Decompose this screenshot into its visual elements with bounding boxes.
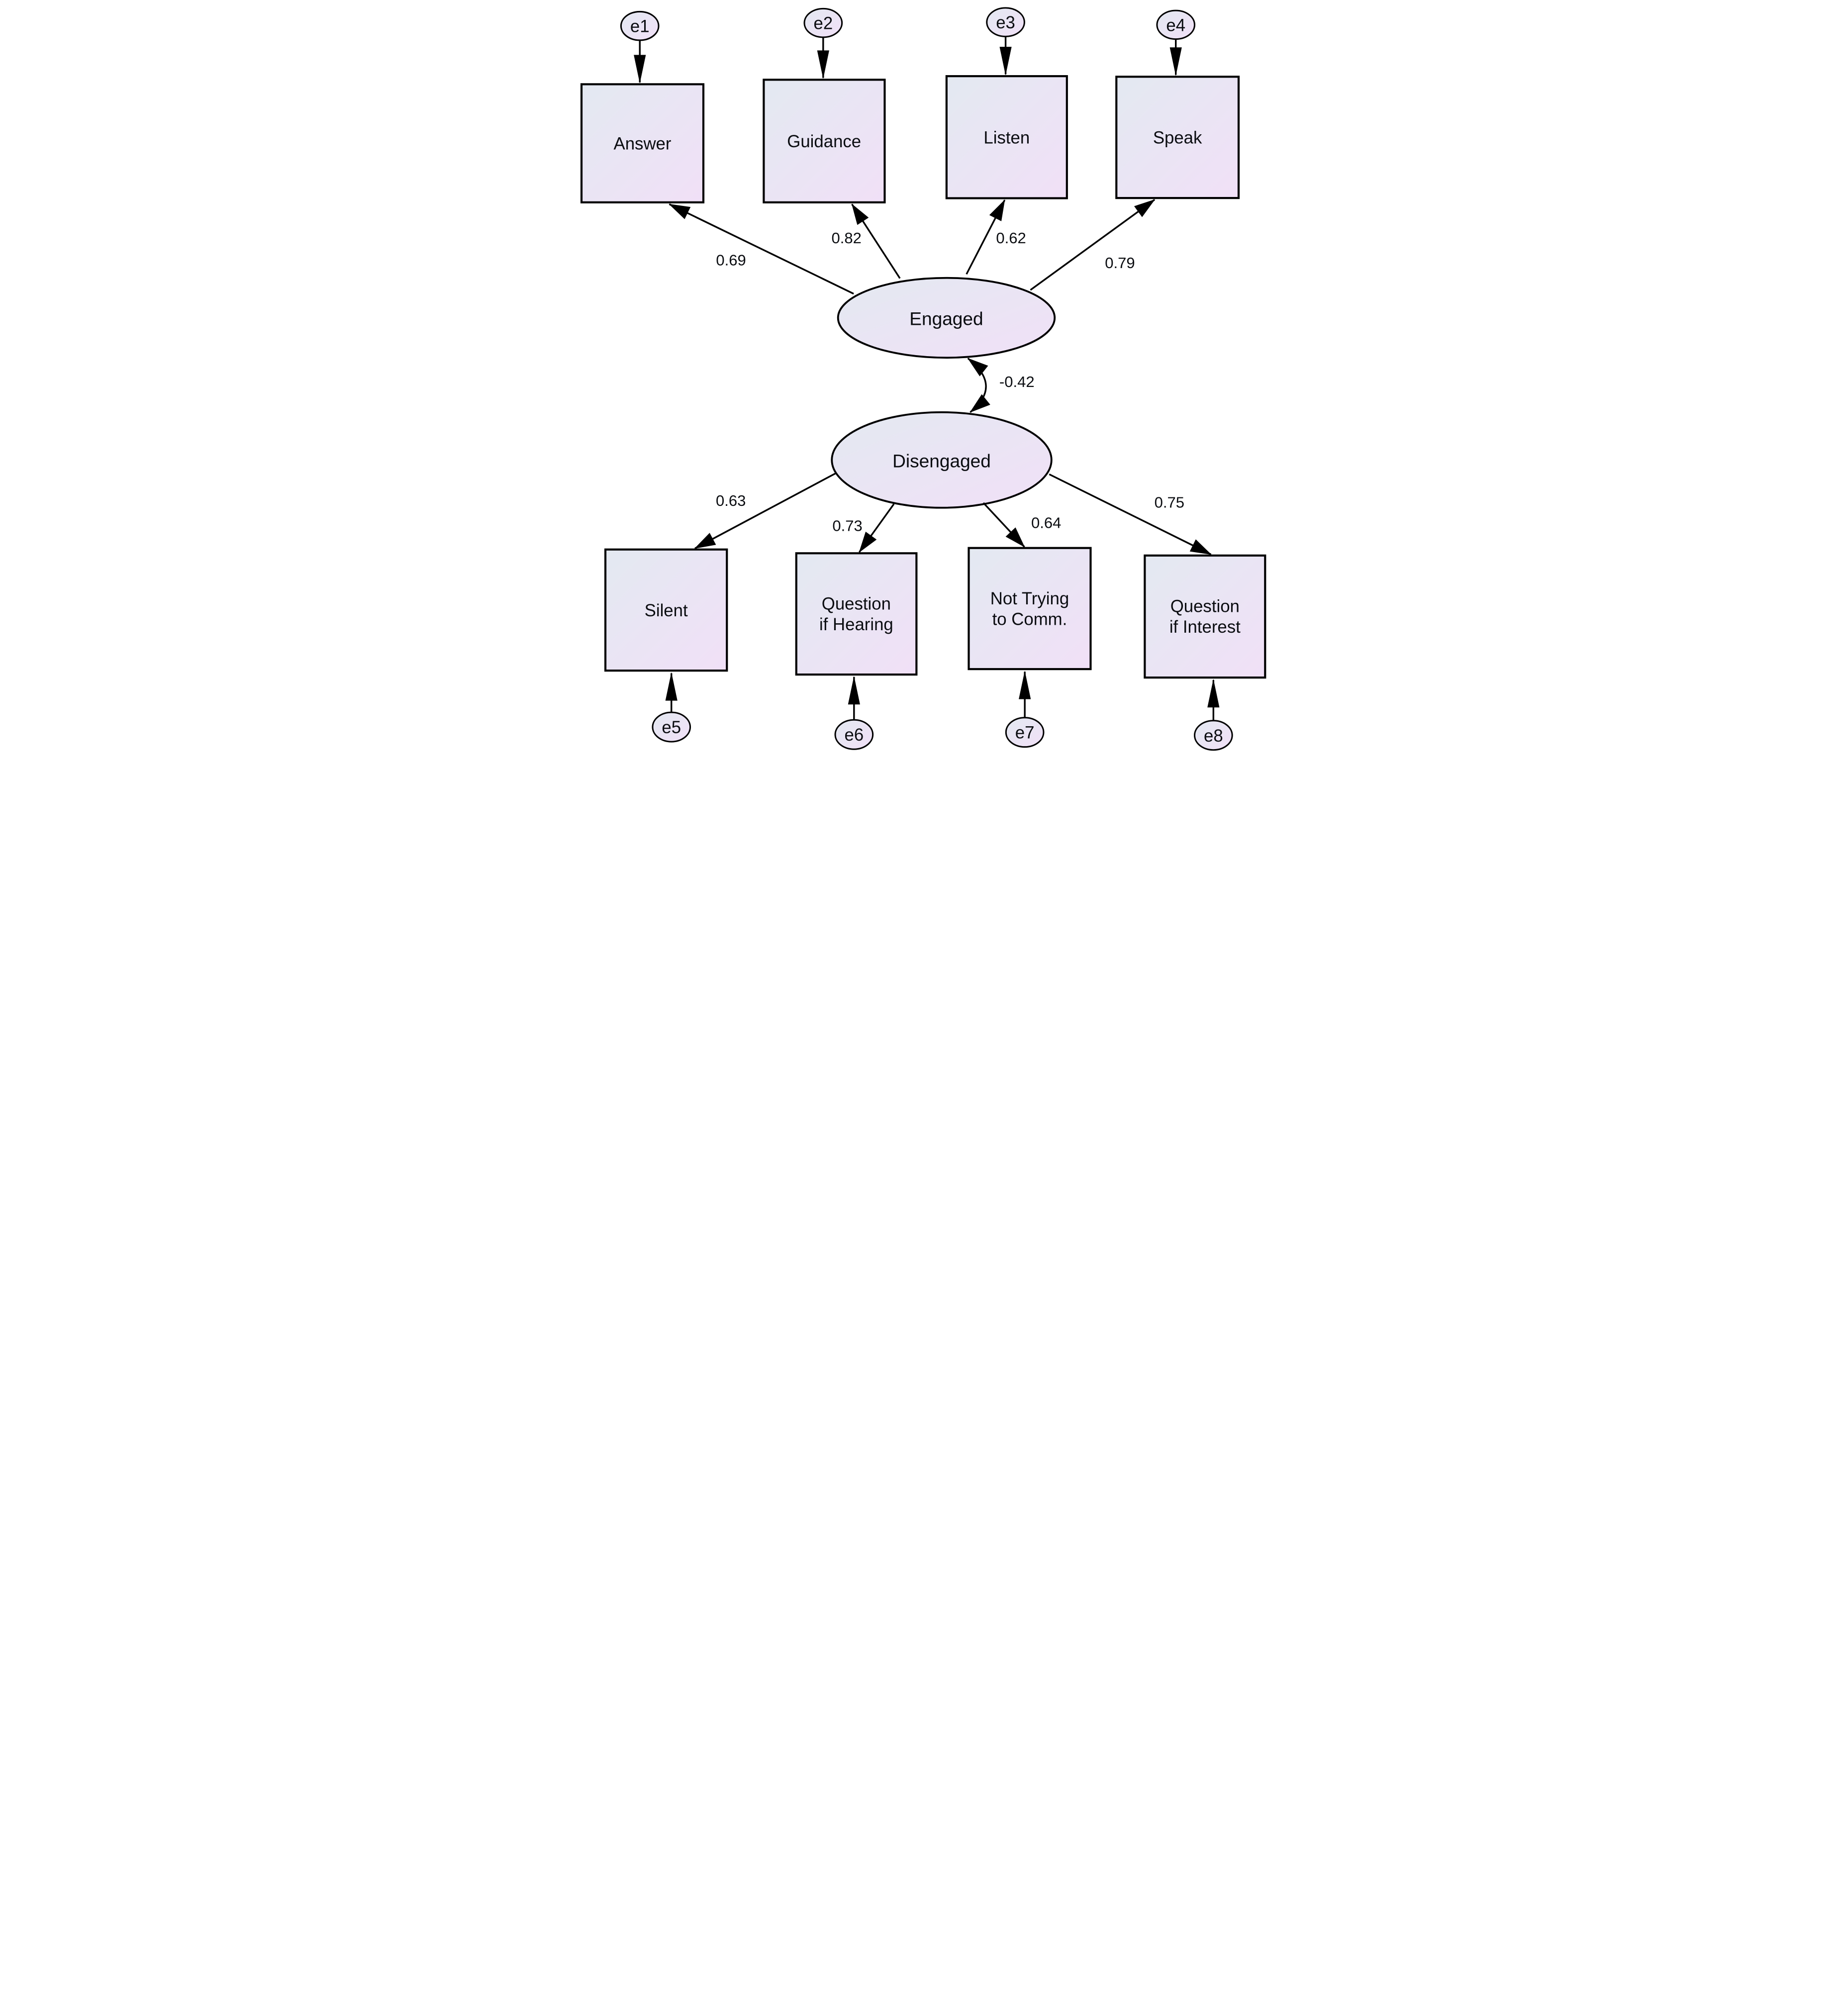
- error-terms-bottom: e5 e6 e7 e8: [651, 671, 1233, 751]
- arrow-disengaged-to-question-if-hearing: [858, 503, 894, 553]
- arrow-engaged-to-guidance: [851, 203, 901, 279]
- observed-label-listen: Listen: [983, 129, 1030, 148]
- observed-box-speak: [1115, 76, 1240, 199]
- sem-diagram-container: e1 e2 e3 e4 Answer Guidance Listen Speak…: [573, 0, 1269, 763]
- error-label-e6: e6: [844, 726, 864, 745]
- loading-paths-disengaged: 0.63 0.73 0.64 0.75: [694, 472, 1212, 556]
- loading-label-engaged-speak: 0.79: [1105, 254, 1135, 272]
- loading-label-engaged-listen: 0.62: [996, 229, 1026, 247]
- arrow-disengaged-to-not-trying-to-comm: [982, 502, 1025, 548]
- latent-label-engaged: Engaged: [909, 308, 983, 329]
- sem-path-diagram: e1 e2 e3 e4 Answer Guidance Listen Speak…: [573, 0, 1269, 763]
- observed-box-answer: [580, 83, 704, 203]
- error-label-e1: e1: [630, 17, 649, 36]
- loading-label-engaged-answer: 0.69: [716, 252, 746, 269]
- observed-box-not-trying-to-comm: [967, 547, 1092, 671]
- loading-label-engaged-guidance: 0.82: [831, 229, 861, 247]
- error-label-e8: e8: [1203, 727, 1223, 746]
- observed-box-silent: [604, 548, 728, 672]
- observed-box-listen: [945, 75, 1068, 199]
- error-circle-e7: [1005, 717, 1044, 748]
- observed-boxes-top: Answer Guidance Listen Speak: [580, 75, 1240, 203]
- arrow-engaged-to-speak: [1029, 199, 1155, 291]
- latent-disengaged: Disengaged: [830, 411, 1053, 509]
- observed-label-question-if-interest-line1: Question: [1170, 597, 1239, 616]
- arrow-engaged-to-answer: [668, 203, 854, 295]
- arrow-engaged-to-listen: [965, 199, 1005, 275]
- observed-label-answer: Answer: [613, 135, 671, 154]
- loading-label-disengaged-silent: 0.63: [716, 492, 746, 509]
- latent-label-disengaged: Disengaged: [892, 450, 991, 471]
- covariance-arrow-engaged-disengaged: [967, 358, 990, 413]
- error-label-e3: e3: [996, 13, 1015, 32]
- latent-ellipse-disengaged: [830, 411, 1053, 509]
- loading-label-disengaged-not-trying-to-comm: 0.64: [1031, 514, 1061, 532]
- error-circle-e1: [620, 10, 660, 41]
- error-circle-e4: [1156, 9, 1195, 40]
- error-circle-e8: [1193, 720, 1233, 751]
- error-circle-e5: [651, 711, 691, 743]
- covariance-label: -0.42: [999, 373, 1034, 390]
- observed-label-not-trying-to-comm-line1: Not Trying: [990, 589, 1068, 608]
- arrow-disengaged-to-question-if-interest: [1049, 473, 1212, 556]
- loading-label-disengaged-question-if-interest: 0.75: [1154, 494, 1184, 511]
- arrow-disengaged-to-silent: [694, 472, 836, 549]
- latent-engaged: Engaged: [837, 277, 1056, 359]
- observed-box-question-if-hearing: [795, 552, 917, 676]
- observed-label-question-if-interest-line2: if Interest: [1169, 618, 1240, 637]
- observed-label-speak: Speak: [1153, 129, 1202, 148]
- loading-paths-engaged: 0.69 0.82 0.62 0.79: [668, 199, 1155, 295]
- observed-box-question-if-interest: [1143, 554, 1266, 679]
- observed-label-not-trying-to-comm-line2: to Comm.: [992, 610, 1067, 629]
- error-label-e7: e7: [1015, 724, 1034, 743]
- observed-label-question-if-hearing-line1: Question: [821, 594, 890, 613]
- covariance: -0.42: [967, 358, 1034, 413]
- observed-label-silent: Silent: [644, 601, 687, 620]
- error-circle-e3: [985, 7, 1025, 37]
- observed-boxes-bottom: Silent Question if Hearing Not Trying to…: [604, 547, 1266, 679]
- error-circle-e6: [834, 719, 873, 750]
- observed-label-question-if-hearing-line2: if Hearing: [819, 615, 893, 634]
- loading-label-disengaged-question-if-hearing: 0.73: [832, 517, 862, 535]
- observed-box-guidance: [762, 79, 886, 203]
- error-circle-e2: [803, 7, 843, 38]
- error-label-e2: e2: [813, 14, 833, 33]
- latent-ellipse-engaged: [837, 277, 1056, 359]
- error-terms-top: e1 e2 e3 e4: [620, 7, 1195, 84]
- error-label-e5: e5: [662, 718, 681, 737]
- observed-label-guidance: Guidance: [787, 132, 861, 151]
- error-label-e4: e4: [1166, 16, 1185, 35]
